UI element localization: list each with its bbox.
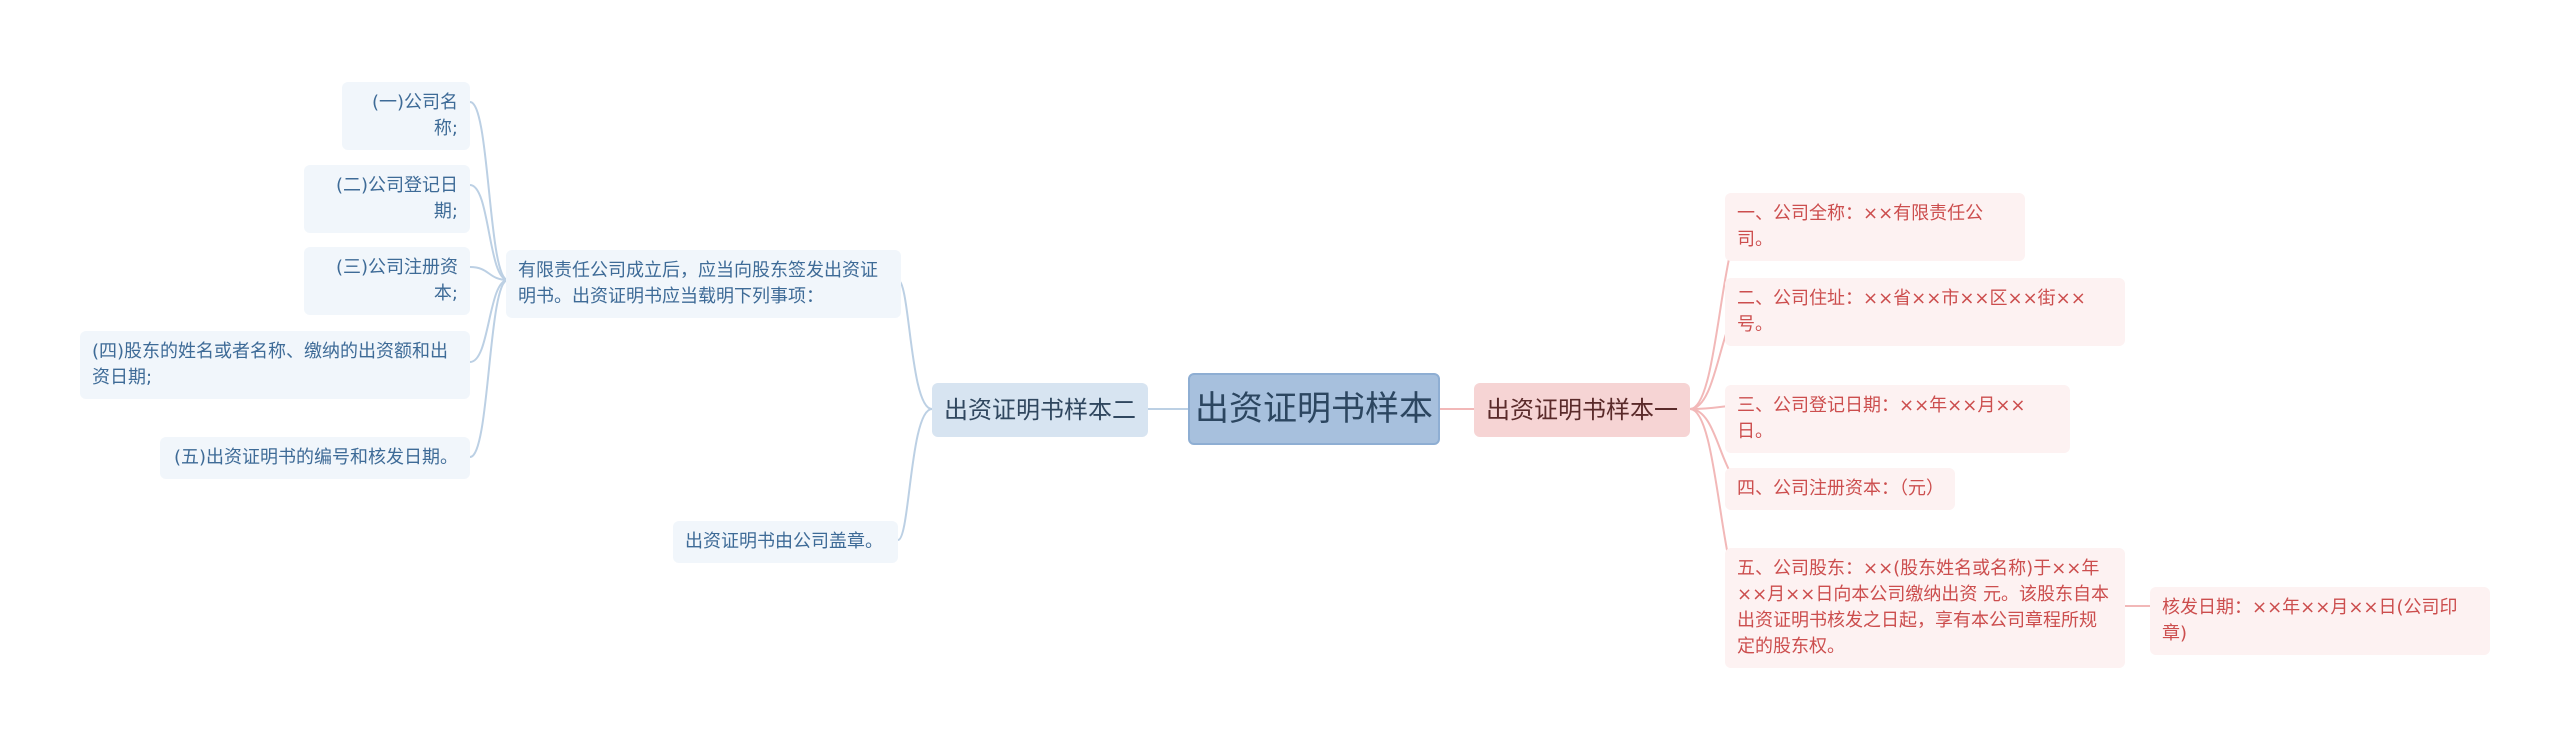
link-left-sub-1: [469, 101, 509, 281]
link-left-sub-5: [469, 279, 509, 458]
root-topic[interactable]: 出资证明书样本: [1188, 373, 1440, 445]
link-left-2: [897, 408, 933, 541]
right-leaf-5[interactable]: 五、公司股东：××(股东姓名或名称)于××年××月××日向本公司缴纳出资 元。该…: [1725, 548, 2125, 668]
right-sub-leaf[interactable]: 核发日期：××年××月××日(公司印章): [2150, 587, 2490, 655]
left-sub-leaf-3[interactable]: (三)公司注册资本;: [304, 247, 470, 315]
branch-right-topic[interactable]: 出资证明书样本一: [1474, 383, 1690, 437]
left-leaf-2[interactable]: 出资证明书由公司盖章。: [673, 521, 898, 563]
left-leaf-1[interactable]: 有限责任公司成立后，应当向股东签发出资证明书。出资证明书应当载明下列事项：: [506, 250, 901, 318]
left-sub-leaf-4[interactable]: (四)股东的姓名或者名称、缴纳的出资额和出资日期;: [80, 331, 470, 399]
link-left-1: [897, 279, 933, 410]
right-leaf-2[interactable]: 二、公司住址：××省××市××区××街××号。: [1725, 278, 2125, 346]
link-left-sub-2: [469, 184, 509, 281]
left-sub-leaf-1[interactable]: (一)公司名称;: [342, 82, 470, 150]
left-sub-leaf-5[interactable]: (五)出资证明书的编号和核发日期。: [160, 437, 470, 479]
link-left-sub-3: [469, 266, 509, 281]
right-leaf-4[interactable]: 四、公司注册资本：（元）: [1725, 468, 1955, 510]
right-leaf-1[interactable]: 一、公司全称：××有限责任公司。: [1725, 193, 2025, 261]
link-left-sub-4: [469, 279, 509, 363]
left-sub-leaf-2[interactable]: (二)公司登记日期;: [304, 165, 470, 233]
right-leaf-3[interactable]: 三、公司登记日期：××年××月××日。: [1725, 385, 2070, 453]
branch-left-topic[interactable]: 出资证明书样本二: [932, 383, 1148, 437]
